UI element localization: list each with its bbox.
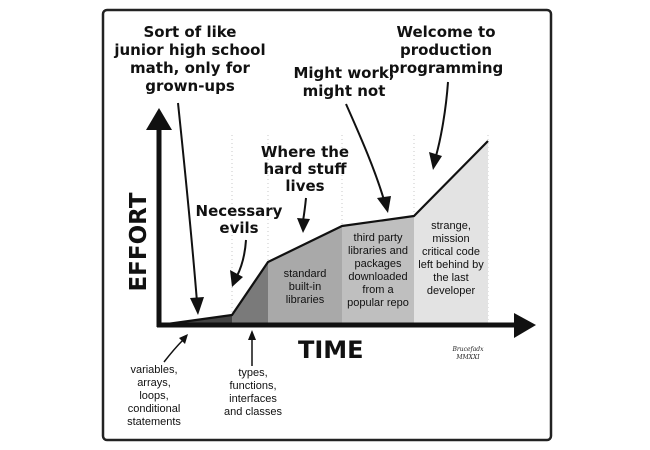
svg-text:from a: from a (362, 284, 394, 296)
svg-text:conditional: conditional (128, 403, 181, 415)
arrow-production (435, 81, 449, 157)
svg-text:loops,: loops, (139, 390, 168, 402)
arrowhead-junior-math (190, 297, 204, 315)
svg-text:Brucefadx: Brucefadx (451, 346, 484, 353)
x-axis-label: TIME (298, 336, 364, 364)
svg-text:strange,: strange, (431, 220, 471, 232)
svg-text:critical code: critical code (422, 246, 480, 258)
svg-text:and classes: and classes (224, 406, 283, 418)
svg-text:Sort of like: Sort of like (144, 23, 237, 41)
svg-text:math, only for: math, only for (130, 59, 250, 77)
svg-text:might not: might not (303, 82, 386, 100)
panel-border (101, 8, 553, 442)
svg-text:popular repo: popular repo (347, 297, 409, 309)
svg-text:Where the: Where the (261, 143, 349, 161)
svg-text:built-in: built-in (289, 281, 321, 293)
arrowhead-types (248, 330, 256, 340)
annotation-junior-math: Sort of like junior high school math, on… (113, 23, 265, 95)
region-label-strange: strange, mission critical code left behi… (418, 220, 484, 297)
svg-text:arrays,: arrays, (137, 377, 171, 389)
svg-text:Necessary: Necessary (196, 202, 283, 220)
svg-text:downloaded: downloaded (348, 271, 407, 283)
arrowhead-necessary-evils (230, 270, 243, 287)
caption-types: types, functions, interfaces and classes (224, 367, 283, 418)
svg-text:production: production (400, 41, 492, 59)
arrowhead-variables (179, 334, 188, 344)
region-label-standard: standard built-in libraries (284, 268, 327, 306)
annotation-necessary-evils: Necessary evils (196, 202, 283, 237)
svg-text:interfaces: interfaces (229, 393, 277, 405)
svg-text:left behind by: left behind by (418, 259, 484, 271)
arrow-might-work (345, 103, 385, 201)
svg-text:grown-ups: grown-ups (145, 77, 235, 95)
x-axis-arrowhead (514, 313, 536, 338)
svg-text:MMXXI: MMXXI (455, 354, 480, 361)
svg-text:variables,: variables, (130, 364, 177, 376)
annotation-production: Welcome to production programming (389, 23, 504, 77)
svg-text:packages: packages (354, 258, 402, 270)
svg-text:standard: standard (284, 268, 327, 280)
svg-text:Welcome to: Welcome to (396, 23, 495, 41)
caption-variables: variables, arrays, loops, conditional st… (127, 364, 181, 428)
y-axis-label: EFFORT (126, 192, 152, 291)
svg-text:the last: the last (433, 272, 468, 284)
svg-text:hard stuff: hard stuff (263, 160, 347, 178)
arrow-variables (163, 339, 184, 363)
annotation-might-work: Might work, might not (293, 64, 394, 100)
svg-text:junior high school: junior high school (113, 41, 265, 59)
svg-text:programming: programming (389, 59, 504, 77)
svg-text:third party: third party (354, 232, 403, 244)
arrow-necessary-evils (236, 239, 247, 277)
region-standard-libraries (268, 226, 342, 325)
svg-text:functions,: functions, (229, 380, 276, 392)
svg-text:lives: lives (285, 177, 324, 195)
svg-text:libraries: libraries (286, 294, 325, 306)
svg-text:evils: evils (219, 219, 258, 237)
region-label-third-party: third party libraries and packages downl… (347, 232, 409, 309)
svg-text:types,: types, (238, 367, 267, 379)
region-strange-code (414, 141, 488, 325)
svg-text:statements: statements (127, 416, 181, 428)
svg-text:Might work,: Might work, (293, 64, 394, 82)
arrowhead-might-work (377, 196, 391, 213)
arrowhead-production (429, 152, 442, 170)
effort-curve (159, 140, 489, 327)
signature: Brucefadx MMXXI (451, 346, 484, 361)
arrow-junior-math (177, 102, 198, 303)
region-third-party (342, 216, 414, 325)
region-necessary-evils (232, 262, 268, 325)
svg-text:libraries and: libraries and (348, 245, 408, 257)
svg-text:mission: mission (432, 233, 469, 245)
annotation-hard-stuff: Where the hard stuff lives (261, 143, 349, 195)
y-axis-arrowhead (146, 108, 172, 130)
svg-text:developer: developer (427, 285, 476, 297)
arrowhead-hard-stuff (297, 218, 310, 233)
